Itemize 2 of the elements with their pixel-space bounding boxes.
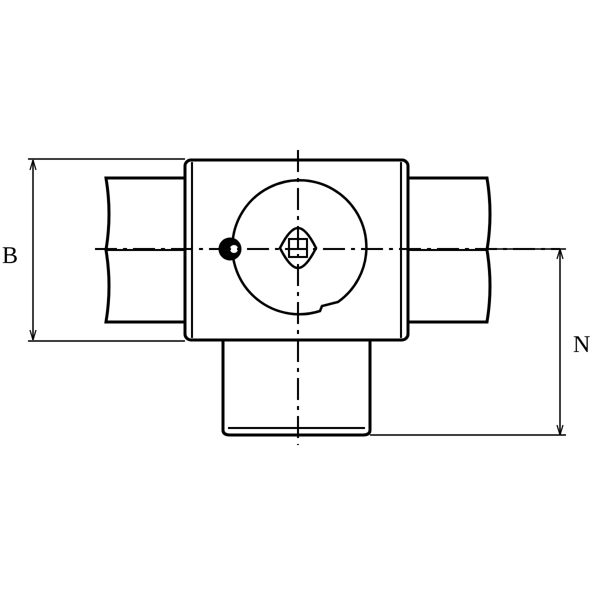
- dimension-label: B: [2, 244, 18, 268]
- dimension-label: N: [573, 333, 590, 357]
